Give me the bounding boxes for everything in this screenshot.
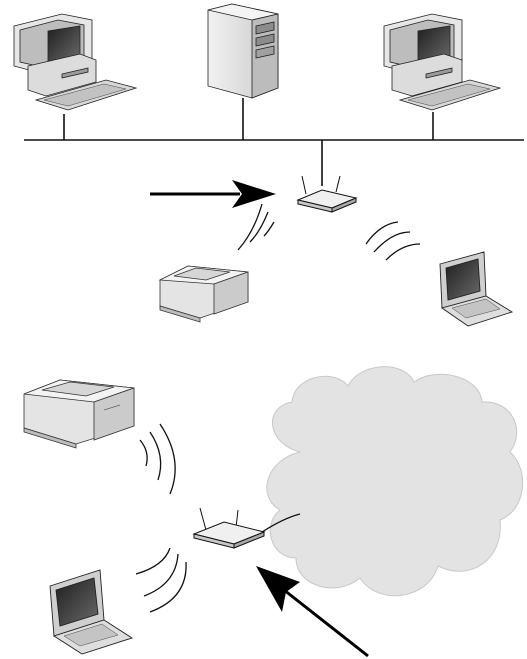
wireless-signal-icon: [140, 424, 175, 494]
wireless-signal-icon: [238, 204, 274, 250]
wireless-router-icon: [298, 176, 356, 212]
wireless-signal-icon: [366, 222, 420, 260]
arrow-right-icon: [150, 180, 276, 208]
desktop-computer-icon: [14, 14, 136, 110]
bottom-network: [24, 367, 523, 656]
wireless-signal-icon: [136, 548, 186, 612]
laptop-icon: [50, 570, 132, 654]
wireless-router-icon: [194, 508, 264, 548]
top-network: [14, 4, 524, 326]
laptop-icon: [440, 252, 512, 326]
tower-server-icon: [208, 4, 278, 98]
printer-icon: [160, 266, 248, 322]
lan-bus: [24, 98, 524, 186]
desktop-computer-icon: [384, 14, 500, 110]
printer-icon: [24, 380, 134, 448]
cloud-icon: [267, 367, 523, 596]
